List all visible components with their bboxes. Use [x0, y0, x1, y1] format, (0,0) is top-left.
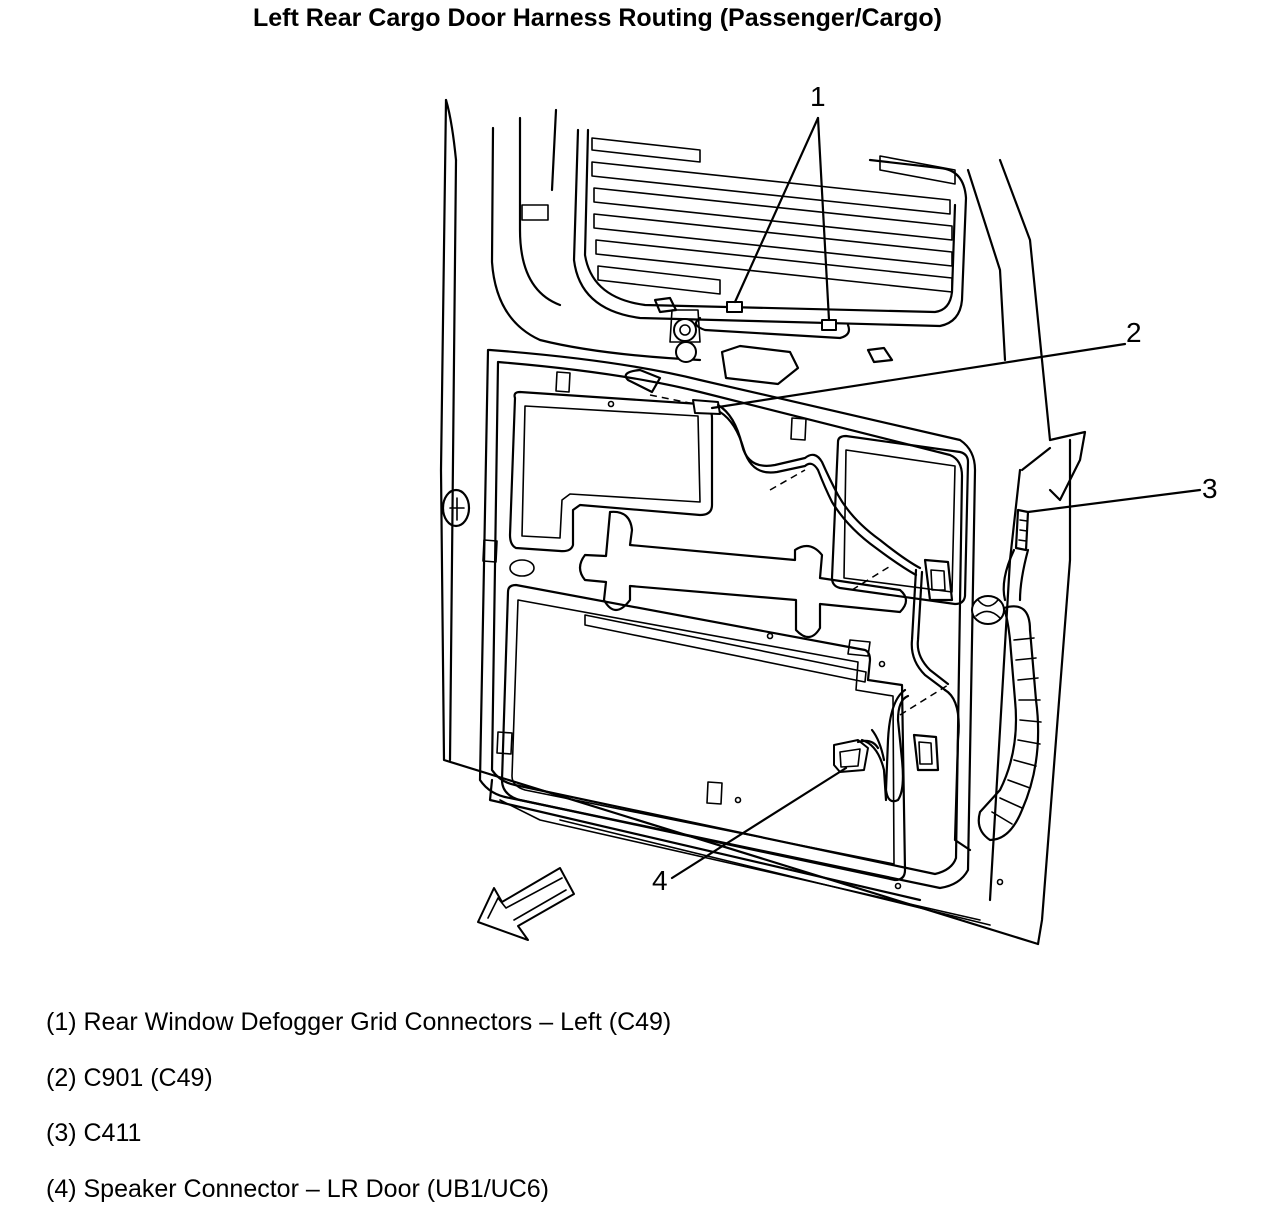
legend-item-2: (2) C901 (C49) [46, 1060, 671, 1116]
legend: (1) Rear Window Defogger Grid Connectors… [46, 1004, 671, 1226]
callout-2: 2 [1126, 317, 1142, 348]
door-body [441, 100, 1085, 944]
leader-lines [672, 118, 1200, 878]
legend-item-1: (1) Rear Window Defogger Grid Connectors… [46, 1004, 671, 1060]
callout-1: 1 [810, 81, 826, 112]
rear-window [574, 130, 966, 326]
callout-4: 4 [652, 865, 668, 896]
legend-item-3: (3) C411 [46, 1115, 671, 1171]
wiring-harness [626, 370, 1041, 850]
legend-item-4: (4) Speaker Connector – LR Door (UB1/UC6… [46, 1171, 671, 1226]
grommets [670, 310, 700, 362]
callout-3: 3 [1202, 473, 1218, 504]
inner-panel [480, 346, 1003, 889]
direction-arrow [478, 868, 574, 940]
door-harness-diagram: 1 2 3 4 [0, 0, 1264, 1000]
